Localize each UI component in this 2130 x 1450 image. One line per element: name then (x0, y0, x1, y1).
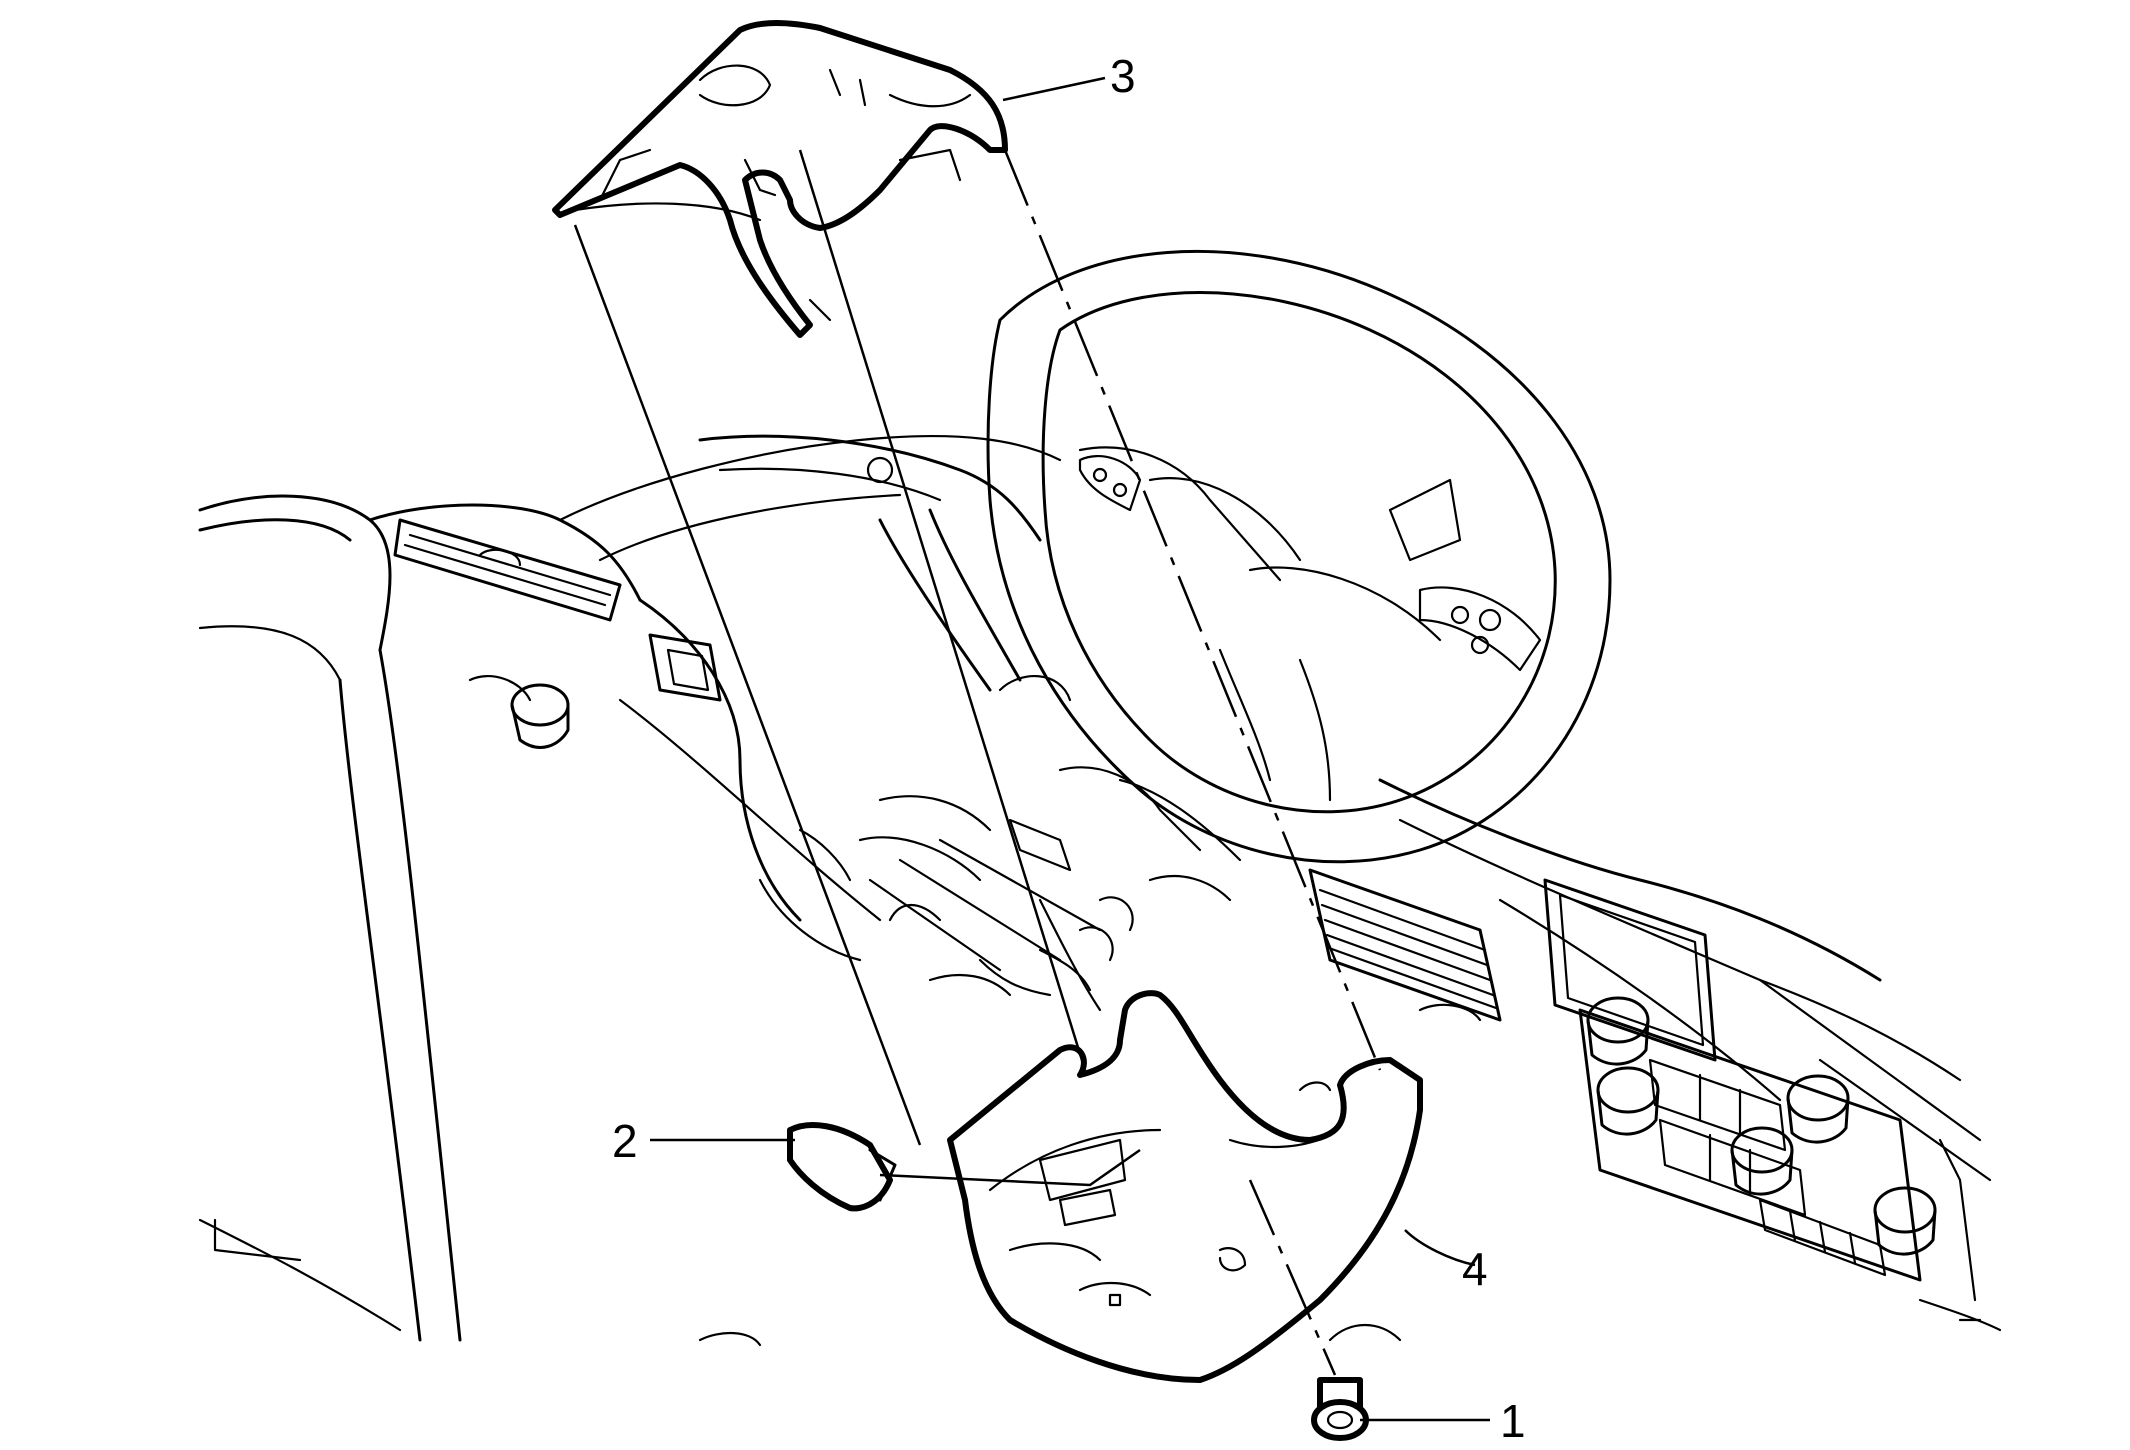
fastener (1311, 1377, 1369, 1441)
lower-steering-column-cover (947, 990, 1423, 1383)
hvac-knob (1586, 996, 1650, 1066)
callout-label-2: 2 (612, 1115, 638, 1167)
hvac-knob (1730, 1126, 1794, 1196)
callout-label-4: 4 (1462, 1243, 1488, 1295)
callout-label-3: 3 (1110, 50, 1136, 102)
callout-label-1: 1 (1500, 1395, 1526, 1447)
steering-wheel (986, 249, 1612, 864)
callout-3: 3 (1002, 50, 1136, 102)
callout-2: 2 (612, 1115, 795, 1167)
callout-1: 1 (1360, 1395, 1526, 1447)
callout-4: 4 (1404, 1229, 1488, 1295)
steering-column-internals (798, 508, 1242, 1012)
upper-steering-column-cover (552, 20, 1008, 338)
hvac-knob (1786, 1074, 1850, 1144)
clip (787, 1122, 897, 1212)
hvac-knob (1596, 1066, 1660, 1136)
instrument-panel (198, 434, 2002, 1347)
hvac-knob (1873, 1186, 1937, 1256)
exploded-view-lines (573, 149, 1382, 1376)
